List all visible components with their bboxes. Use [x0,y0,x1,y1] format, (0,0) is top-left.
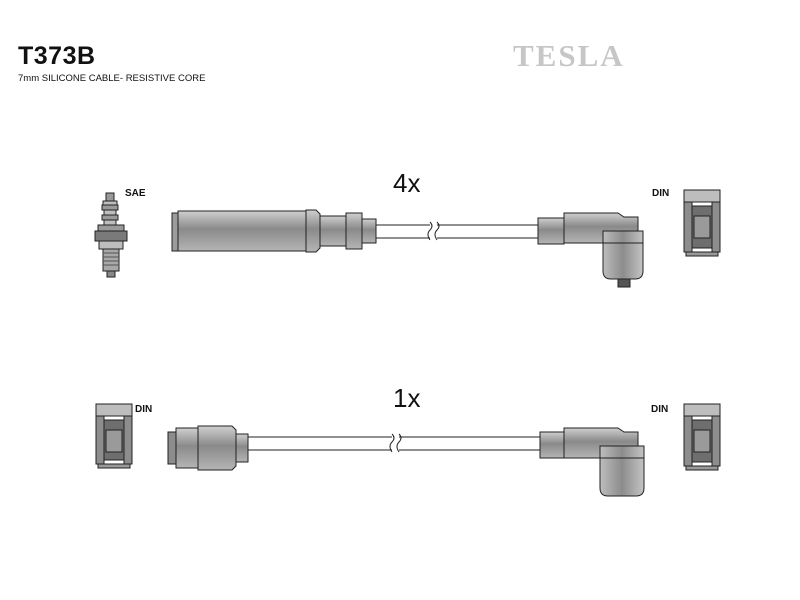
straight-boot-1 [171,209,377,253]
brand-logo: TESLA [513,38,625,73]
lead-2-left-label: DIN [135,404,153,415]
cable-2 [248,433,540,453]
lead-1-left-label: SAE [125,188,146,199]
part-number: T373B [18,42,96,70]
din-terminal-icon [683,189,721,257]
straight-boot-2 [167,425,249,471]
angled-boot-2 [539,427,645,497]
cable-description: 7mm SILICONE CABLE- RESISTIVE CORE [18,73,206,84]
cable-1 [376,221,538,241]
din-terminal-icon [683,403,721,471]
lead-1-right-label: DIN [652,188,670,199]
lead-2-right-label: DIN [651,404,669,415]
spark-plug-icon [94,192,128,278]
lead-1-quantity: 4x [393,168,421,198]
lead-2-quantity: 1x [393,383,421,413]
angled-boot-1 [537,212,644,288]
din-terminal-icon [95,403,133,469]
